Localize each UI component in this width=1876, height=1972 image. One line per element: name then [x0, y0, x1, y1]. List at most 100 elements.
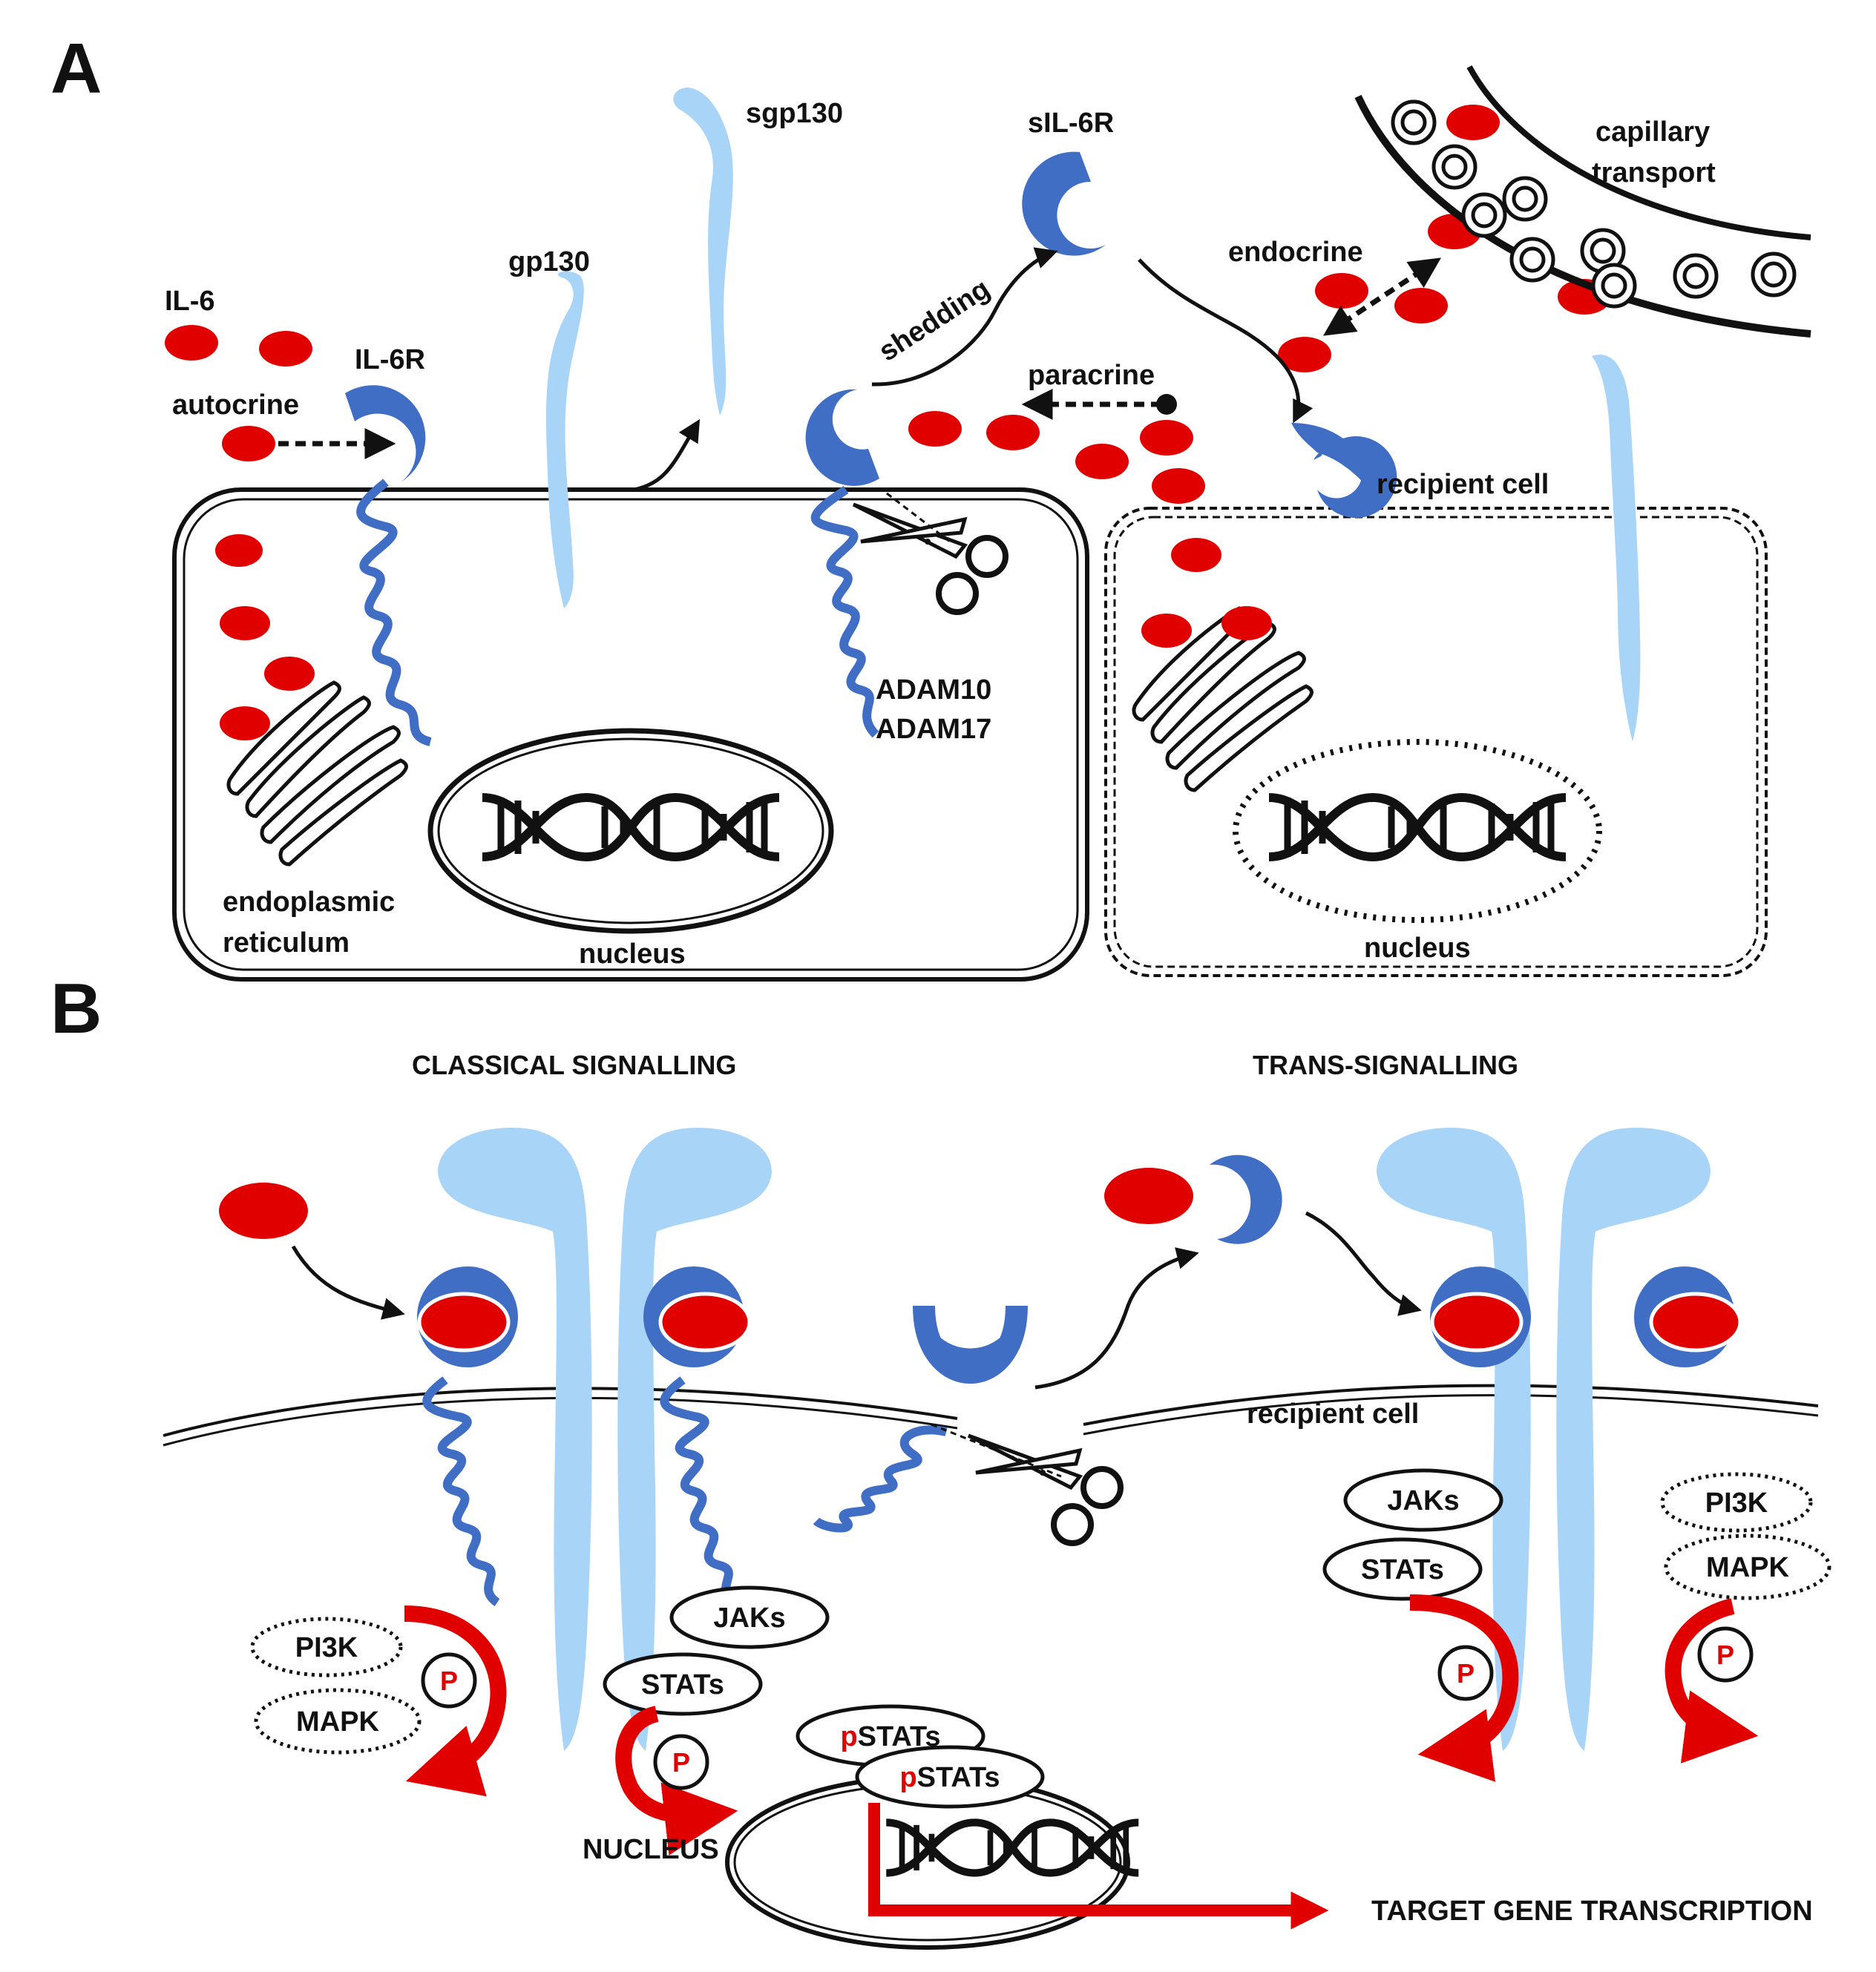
header-trans: TRANS-SIGNALLING [1253, 1050, 1518, 1080]
il6r-shed-receptor [805, 389, 879, 486]
mapk-bubble-right [1664, 1534, 1831, 1600]
il6r-shed-coil [810, 486, 879, 738]
phospho-arrow-trans-kinase [1665, 1598, 1759, 1764]
label-capillary: capillary [1595, 116, 1710, 148]
il6-binding-arrow-classical [291, 1245, 405, 1320]
il6r-shed-b-arc [913, 1305, 1028, 1384]
left-cell-membrane-inner [183, 498, 1079, 971]
phospho-arrow-classical-stats [615, 1706, 738, 1856]
gp130-membrane [545, 271, 584, 608]
panel-a-letter: A [50, 29, 102, 108]
p-label-trans-kinase: P [1716, 1640, 1734, 1670]
panel-b-letter: B [50, 969, 102, 1048]
label-er-2: reticulum [223, 927, 350, 959]
p-circle-trans-stats [1437, 1645, 1494, 1701]
shed-to-sil6r-arrow [1034, 1247, 1199, 1390]
il6-molecules-a [165, 273, 1448, 740]
label-adam10: ADAM10 [876, 674, 991, 706]
pstats-bubble-2 [855, 1745, 1045, 1809]
recipient-cell-membrane [1104, 507, 1768, 977]
transcription-arrow [868, 1803, 1329, 1930]
il6r-recipient [1313, 436, 1397, 519]
il6r-tm-coil [356, 479, 432, 746]
label-sgp130: sgp130 [746, 98, 843, 129]
phospho-arrow-trans-stats [1409, 1594, 1519, 1782]
label-autocrine: autocrine [172, 390, 299, 421]
gp130-trans-right [1556, 1128, 1711, 1751]
jaks-bubble-right [1343, 1468, 1503, 1532]
coil-shed-b [813, 1425, 948, 1533]
cut-line-a [886, 492, 951, 543]
label-transport: transport [1592, 157, 1716, 188]
p-circle-classical-kinase [421, 1652, 477, 1709]
p-circle-trans-kinase [1697, 1626, 1754, 1683]
sil6r-to-recipient-arrow [1138, 258, 1313, 424]
gp130-classical-left [438, 1128, 592, 1751]
mapk-label-left: MAPK [296, 1706, 379, 1738]
capillary-outer-wall [1354, 94, 1811, 338]
p-label-trans-stats: P [1457, 1658, 1475, 1689]
label-adam17: ADAM17 [876, 714, 991, 745]
target-gene-label: TARGET GENE TRANSCRIPTION [1371, 1896, 1813, 1927]
pstats-label-2: pSTATs [899, 1762, 1000, 1793]
label-il6: IL-6 [165, 286, 215, 317]
scissors-icon-a [853, 504, 1006, 612]
il6r-recipient-body [1291, 423, 1370, 490]
sgp130 [673, 88, 733, 415]
p-circle-classical-stats [653, 1734, 709, 1790]
label-gp130: gp130 [508, 246, 590, 277]
left-cell-membrane [172, 487, 1089, 982]
il6-bound-trans-right [1649, 1292, 1742, 1353]
pi3k-label-left: PI3K [295, 1632, 358, 1663]
il6-bound-classical-left [417, 1292, 511, 1353]
recipient-cell-membrane-inner [1113, 516, 1759, 968]
coil-classical-left [422, 1376, 500, 1606]
sil6r-soluble-receptor [1022, 151, 1106, 256]
label-nucleus-right: nucleus [1364, 933, 1471, 964]
il6-free-trans [1104, 1168, 1193, 1224]
pi3k-bubble-right [1660, 1472, 1813, 1533]
jaks-label-right: JAKs [1387, 1485, 1459, 1516]
sil6r-trans [1210, 1154, 1282, 1244]
label-endocrine: endocrine [1228, 237, 1363, 268]
coil-classical-right [660, 1376, 738, 1606]
phospho-arrow-classical-kinase [404, 1605, 507, 1797]
pi3k-label-right: PI3K [1705, 1488, 1768, 1519]
nucleus-b-label: NUCLEUS [583, 1834, 719, 1865]
mapk-label-right: MAPK [1706, 1552, 1789, 1583]
mapk-bubble-left [254, 1688, 422, 1755]
membrane-b-left [163, 1387, 958, 1437]
capillary-inner-wall [1466, 65, 1811, 240]
membrane-b-left-inner [163, 1396, 958, 1447]
left-nucleus-inner [437, 737, 824, 924]
il6-free-classical [219, 1183, 308, 1239]
pstats-rest-2: STATs [917, 1762, 1000, 1793]
label-paracrine: paracrine [1028, 360, 1155, 391]
membrane-b-right [1083, 1384, 1819, 1426]
p-label-classical-stats: P [672, 1747, 690, 1778]
il6r-shed-b [924, 1302, 1017, 1362]
il6r-membrane-receptor [345, 385, 426, 482]
scissors-icon-b [968, 1436, 1121, 1543]
gp130-recipient [1592, 355, 1641, 742]
paracrine-source-dot [1156, 394, 1177, 415]
sgp130-release-arrow [634, 418, 701, 492]
pstats-p-1: p [840, 1721, 857, 1752]
endocrine-arrow [1322, 257, 1442, 336]
header-classical: CLASSICAL SIGNALLING [412, 1050, 736, 1080]
jaks-bubble-left [669, 1585, 830, 1649]
stats-label-left: STATs [641, 1669, 724, 1700]
shedding-arrow [871, 247, 1058, 387]
jaks-label-left: JAKs [713, 1603, 785, 1634]
pstats-p-2: p [899, 1762, 916, 1793]
label-recipient-cell-a: recipient cell [1377, 469, 1549, 500]
stats-bubble-right [1322, 1537, 1483, 1601]
stats-label-right: STATs [1361, 1554, 1444, 1585]
label-nucleus-left: nucleus [579, 939, 686, 970]
complex-binding-arrow-trans [1305, 1211, 1422, 1316]
label-shedding: shedding [873, 273, 996, 367]
label-il6r: IL-6R [355, 344, 425, 375]
p-label-classical-kinase: P [440, 1666, 458, 1696]
label-er-1: endoplasmic [223, 887, 395, 918]
